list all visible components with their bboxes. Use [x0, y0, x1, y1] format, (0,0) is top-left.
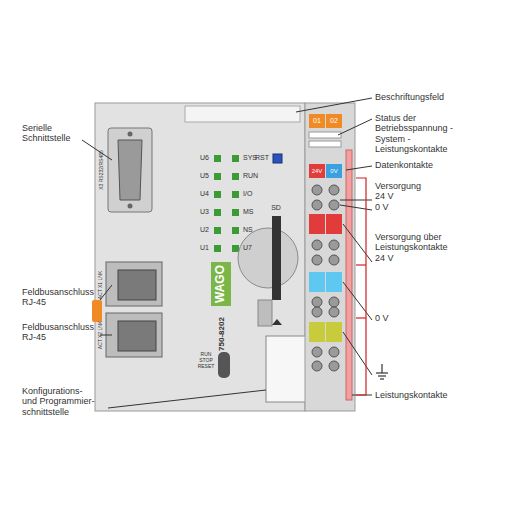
slot-label: SD	[271, 204, 281, 212]
terminal-marking: 24V	[312, 168, 323, 175]
port-marking: X3 RS232/RS485	[99, 150, 105, 189]
serial-port-caption: Serielle Schnittstelle	[22, 123, 84, 144]
fieldbus-caption: Feldbusanschluss RJ-45	[22, 287, 98, 308]
led-label: U5	[200, 172, 209, 180]
config-port-caption: Konfigurations- und Programmier- schnitt…	[22, 386, 100, 417]
supply-caption: Versorgung über Leistungskontakte 24 V	[375, 232, 459, 263]
ground-caption: 0 V	[375, 313, 435, 323]
led-label: NS	[243, 226, 253, 234]
status-caption: Status der Betriebsspannung -System -Lei…	[375, 113, 475, 154]
led-label: U6	[200, 154, 209, 162]
terminal-number: 02	[330, 117, 338, 125]
data-contacts-caption: Datenkontakte	[375, 160, 485, 170]
switch-label: RUN STOP RESET	[195, 352, 217, 369]
port-marking: ACT X1 LNK	[98, 271, 104, 300]
led-label: MS	[243, 208, 254, 216]
model-number: 750-8202	[217, 317, 226, 351]
ground-symbol	[376, 364, 388, 379]
led-label: U4	[200, 190, 209, 198]
terminal-number: 01	[313, 117, 321, 125]
fieldbus-caption: Feldbusanschluss RJ-45	[22, 322, 98, 343]
led-label: U7	[243, 244, 252, 252]
led-label: U3	[200, 208, 209, 216]
power-contacts-caption: Leistungskontakte	[375, 390, 485, 400]
supply-caption: Versorgung 24 V 0 V	[375, 181, 399, 212]
label-field-caption: Beschriftungsfeld	[375, 92, 495, 102]
led-label: U2	[200, 226, 209, 234]
led-label: U1	[200, 244, 209, 252]
port-marking: ACT X2 LNK	[98, 321, 104, 350]
led-label: RUN	[243, 172, 258, 180]
led-label: SYS	[243, 154, 257, 162]
brand-logo: WAGO	[214, 265, 228, 303]
led-label: I/O	[243, 190, 252, 198]
reset-label: RST	[255, 154, 269, 162]
terminal-marking: 0V	[330, 168, 337, 175]
